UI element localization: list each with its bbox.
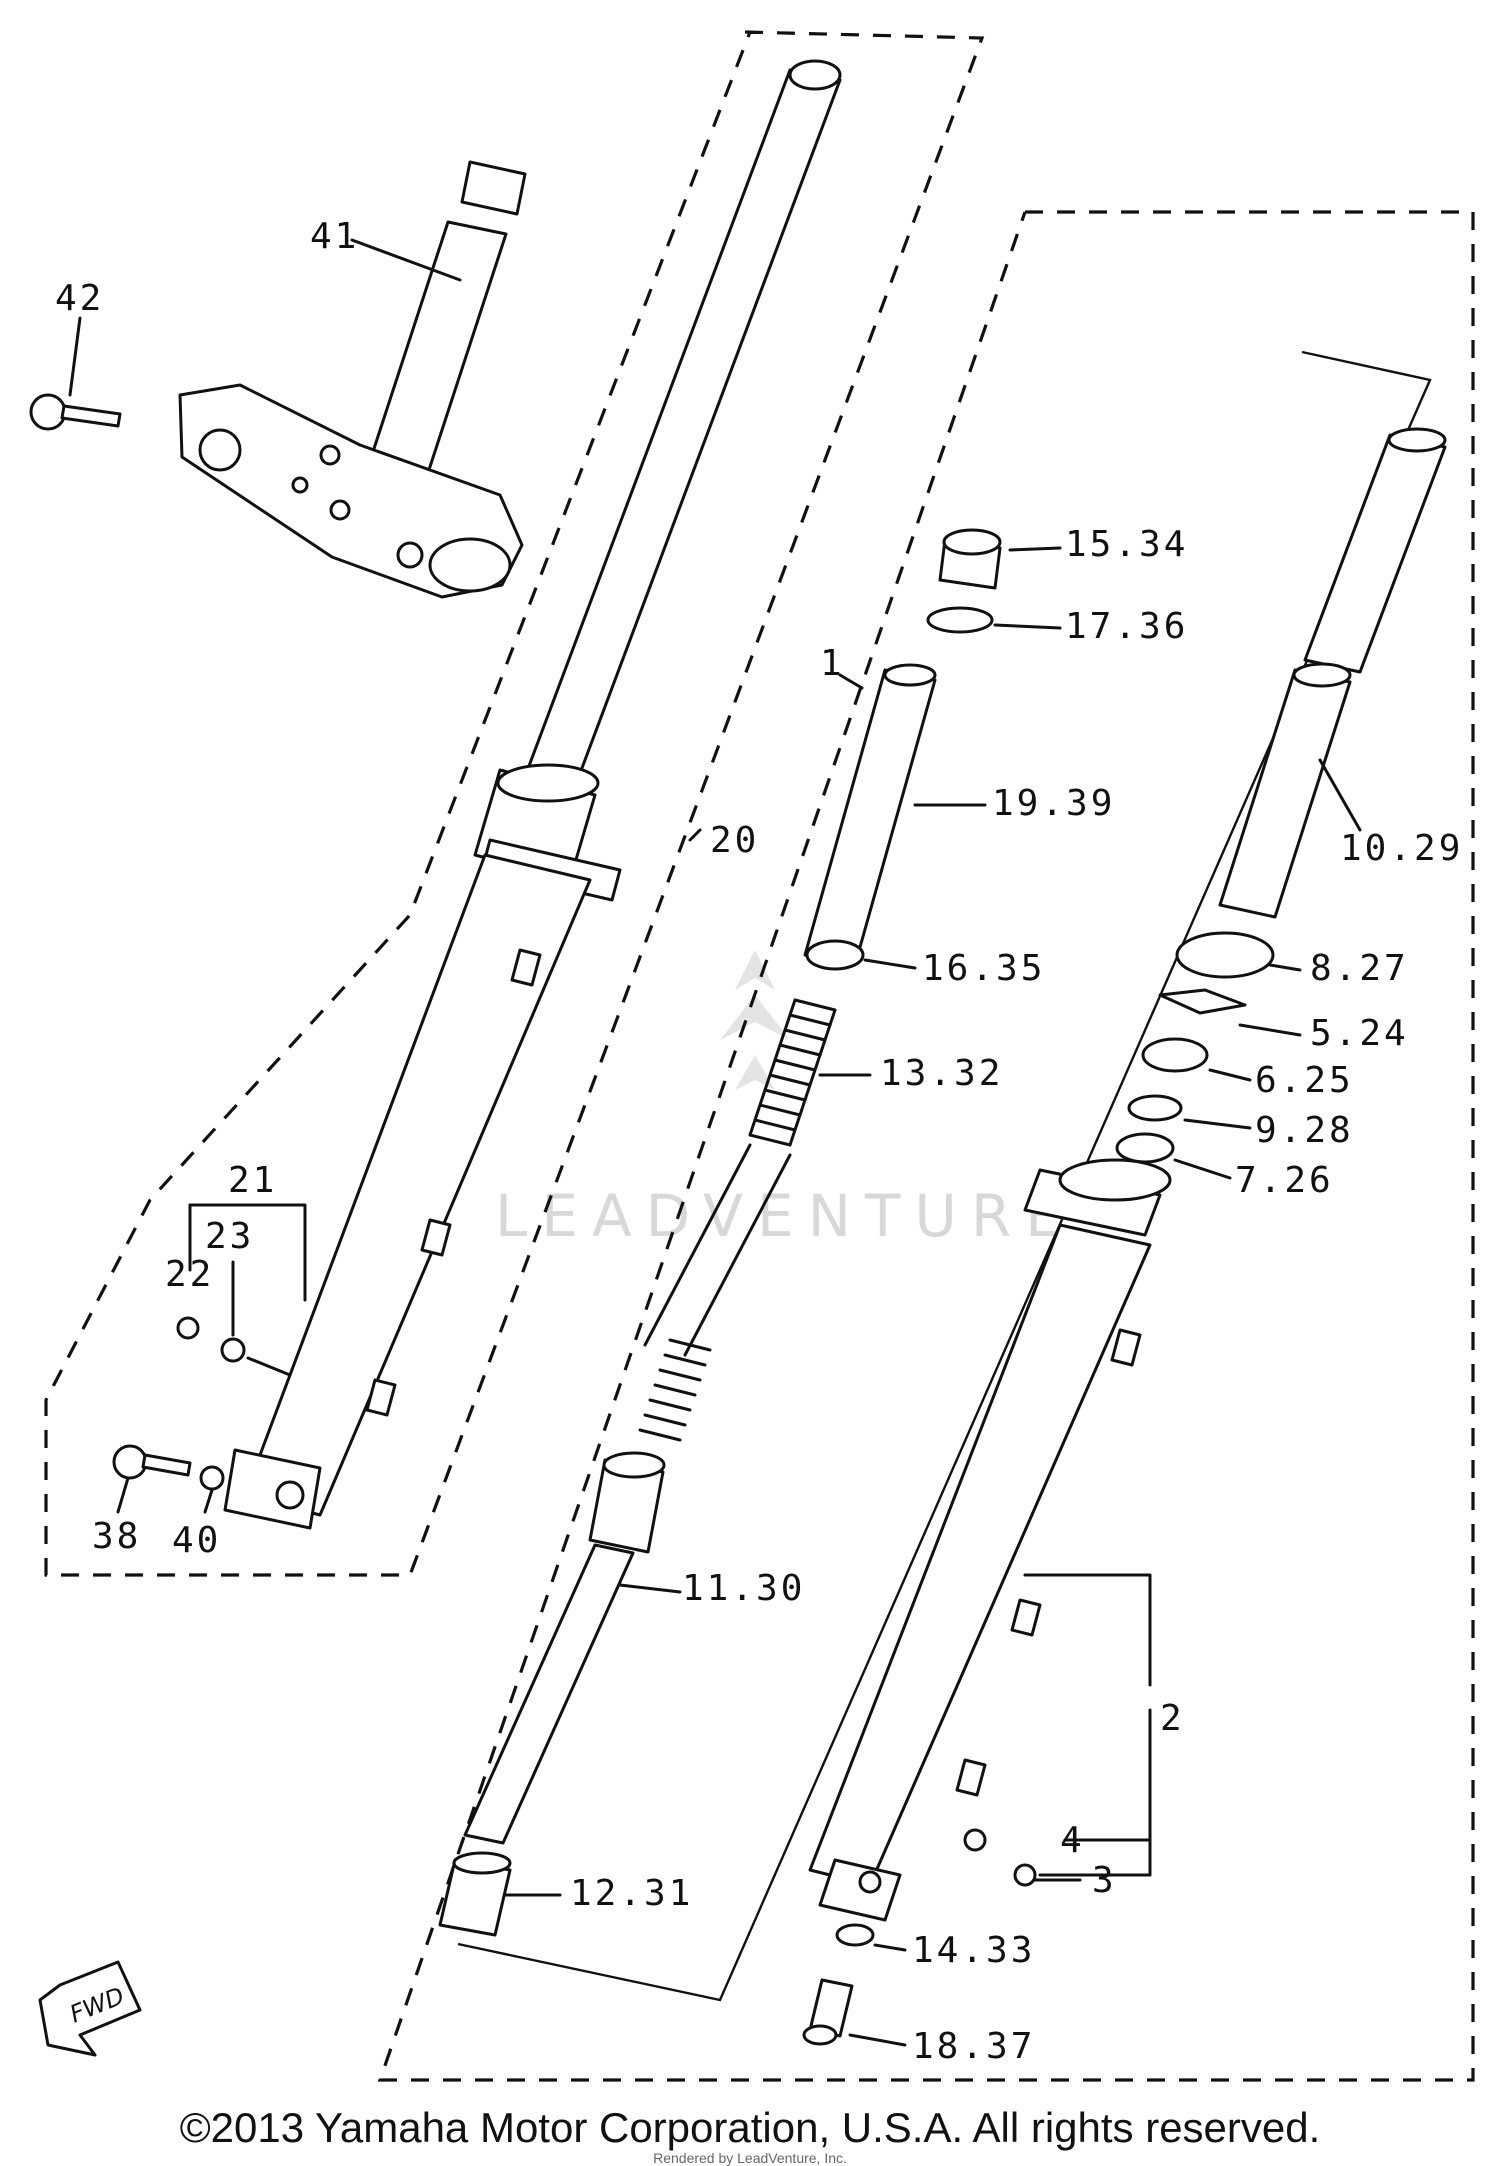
fwd-label: FWD	[66, 1982, 128, 2029]
fwd-arrow-icon: FWD	[38, 1960, 142, 2057]
bracket-2	[1023, 1573, 1152, 1877]
leader-10-29	[1318, 758, 1362, 832]
bolt-38	[112, 1444, 192, 1480]
damper-rod-11-30	[463, 1451, 666, 1845]
label-2: 2	[1160, 1698, 1185, 1739]
label-8-27: 8.27	[1310, 948, 1409, 989]
label-9-28: 9.28	[1255, 1110, 1354, 1151]
label-7-26: 7.26	[1235, 1160, 1334, 1201]
label-40: 40	[172, 1520, 221, 1561]
leader-15-34	[1008, 546, 1062, 552]
label-17-36: 17.36	[1065, 606, 1188, 647]
watermark-text: LEADVENTURE	[495, 1182, 1076, 1250]
screw-3	[1013, 1863, 1037, 1887]
label-23: 23	[205, 1216, 254, 1257]
render-credit: Rendered by LeadVenture, Inc.	[653, 2150, 847, 2166]
leader-6-25	[1208, 1068, 1252, 1082]
o-ring-17-36	[926, 606, 994, 634]
leader-17-36	[993, 623, 1062, 630]
leader-40	[203, 1488, 214, 1514]
leader-18-37	[848, 2033, 907, 2047]
copyright-notice: ©2013 Yamaha Motor Corporation, U.S.A. A…	[179, 2104, 1321, 2151]
leader-23b	[246, 1356, 292, 1377]
leader-38	[116, 1476, 130, 1514]
spacer-19-39	[803, 663, 937, 967]
clip-5-24	[1158, 988, 1247, 1015]
washer-23	[220, 1337, 246, 1363]
leader-7-26	[1173, 1158, 1232, 1180]
label-20: 20	[710, 820, 759, 861]
assembly-outline-inner	[377, 210, 1475, 2082]
label-5-24: 5.24	[1310, 1013, 1409, 1054]
bracket-21	[188, 1203, 307, 1302]
label-15-34: 15.34	[1065, 524, 1188, 565]
label-11-30: 11.30	[682, 1568, 805, 1609]
piece-12-31	[438, 1851, 512, 1937]
bolt-18-37	[802, 1978, 854, 2046]
bolt-42	[29, 393, 122, 431]
label-42: 42	[55, 278, 104, 319]
inner-tube-10-29	[1218, 662, 1352, 919]
washer-16-35	[805, 939, 865, 971]
outer-tube-2	[808, 1158, 1172, 1922]
label-14-33: 14.33	[912, 1930, 1035, 1971]
washer-4	[963, 1828, 987, 1852]
watermark: LEADVENTURE	[495, 950, 1076, 1250]
leader-14-33	[873, 1943, 907, 1952]
seal-6-25	[1141, 1037, 1209, 1073]
label-41: 41	[310, 216, 359, 257]
screw-22	[176, 1316, 200, 1340]
label-13-32: 13.32	[880, 1053, 1003, 1094]
leader-16-35	[863, 958, 917, 970]
washer-9-28	[1127, 1094, 1183, 1122]
label-3: 3	[1092, 1860, 1117, 1901]
bushing-7-26	[1115, 1132, 1175, 1164]
label-18-37: 18.37	[912, 2026, 1035, 2067]
left-fork-tube	[223, 59, 842, 1530]
label-4: 4	[1060, 1820, 1085, 1861]
label-12-31: 12.31	[570, 1873, 693, 1914]
leader-42	[68, 316, 82, 397]
leader-9-28	[1183, 1118, 1252, 1130]
spring-13-32	[638, 998, 837, 1442]
leader-8-27	[1268, 963, 1302, 972]
washer-14-33	[835, 1923, 875, 1947]
label-10-29: 10.29	[1340, 828, 1463, 869]
leader-5-24	[1238, 1023, 1302, 1037]
seal-8-27	[1175, 931, 1275, 979]
leader-20	[688, 828, 702, 842]
label-19-39: 19.39	[992, 783, 1115, 824]
cap-bolt-15-34	[938, 528, 1002, 590]
under-bracket-41	[178, 160, 527, 599]
label-38: 38	[92, 1516, 141, 1557]
leader-41	[350, 238, 462, 282]
tube-upper	[1303, 427, 1447, 674]
label-22: 22	[165, 1254, 214, 1295]
label-1: 1	[820, 643, 845, 684]
washer-40	[199, 1465, 225, 1491]
label-6-25: 6.25	[1255, 1060, 1354, 1101]
label-16-35: 16.35	[922, 948, 1045, 989]
leader-11-30	[618, 1583, 682, 1594]
label-21: 21	[228, 1160, 277, 1201]
leader-1	[838, 673, 864, 690]
